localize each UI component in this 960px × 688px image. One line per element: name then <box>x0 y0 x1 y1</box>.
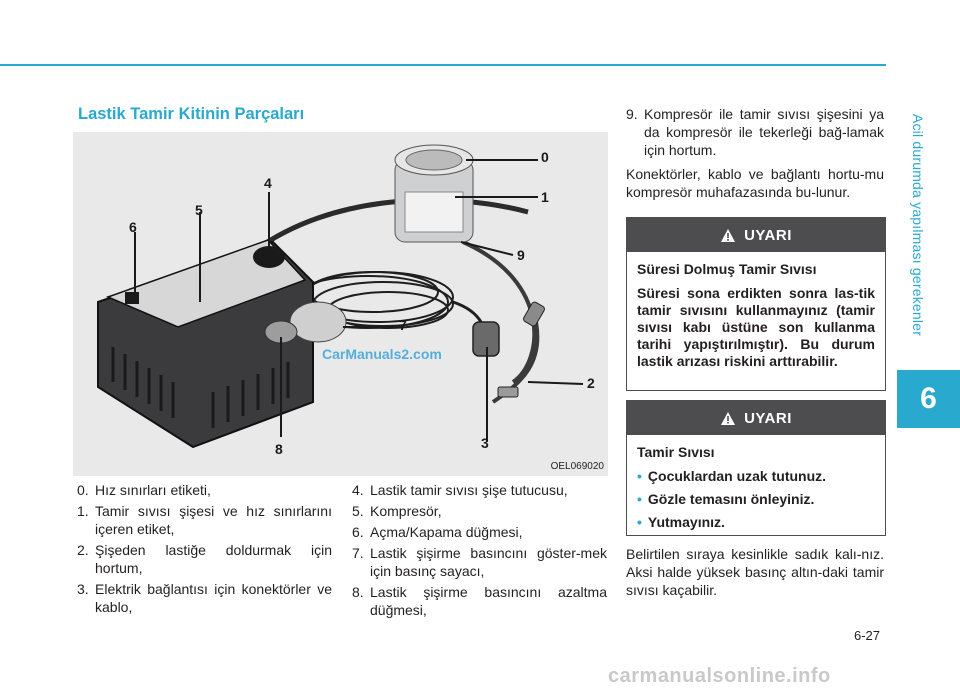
label-2: 2 <box>587 375 595 391</box>
warning-title: Tamir Sıvısı <box>637 444 715 460</box>
warning-header: UYARI <box>627 218 885 252</box>
label-1: 1 <box>541 189 549 205</box>
chapter-badge: 6 <box>897 370 960 428</box>
list-item: 4.Lastik tamir sıvısı şişe tutucusu, <box>352 482 568 498</box>
connectors-note: Konektörler, kablo ve bağlantı hortu-mu … <box>626 166 884 200</box>
list-item: 2.Şişeden lastiğe doldurmak için hortum, <box>77 542 332 576</box>
parts-list-left: 0.Hız sınırları etiketi, 1.Tamir sıvısı … <box>77 481 332 619</box>
list-item: •Yutmayınız. <box>637 514 725 530</box>
label-8: 8 <box>275 441 283 457</box>
figure-code: OEL069020 <box>550 461 604 472</box>
repair-kit-illustration: 0 1 2 3 4 5 6 7 8 9 <box>97 144 595 457</box>
warning-bullets: •Çocuklardan uzak tutunuz. •Gözle teması… <box>637 468 875 531</box>
warning-title: Süresi Dolmuş Tamir Sıvısı <box>637 261 817 277</box>
warning-text: Süresi sona erdikten sonra las-tik tamir… <box>637 285 875 369</box>
warning-label: UYARI <box>744 409 792 427</box>
sequence-note: Belirtilen sıraya kesinlikle sadık kalı-… <box>626 546 884 598</box>
warning-box-repair-fluid: UYARI Tamir Sıvısı •Çocuklardan uzak tut… <box>626 400 886 536</box>
warning-box-expired-fluid: UYARI Süresi Dolmuş Tamir Sıvısı Süresi … <box>626 217 886 391</box>
warning-triangle-icon <box>721 411 736 425</box>
watermark: CarManuals2.com <box>322 346 442 362</box>
section-heading: Lastik Tamir Kitinin Parçaları <box>78 105 305 123</box>
warning-triangle-icon <box>721 228 736 242</box>
bullet-icon: • <box>637 468 642 484</box>
label-3: 3 <box>481 435 489 451</box>
list-item: 9.Kompresör ile tamir sıvısı şişesini ya… <box>626 106 884 158</box>
list-item: •Gözle temasını önleyiniz. <box>637 491 815 507</box>
list-item: 0.Hız sınırları etiketi, <box>77 482 211 498</box>
footer-watermark: carmanualsonline.info <box>608 665 831 687</box>
list-item: 6.Açma/Kapama düğmesi, <box>352 524 523 540</box>
label-7: 7 <box>399 317 407 333</box>
parts-list-middle: 4.Lastik tamir sıvısı şişe tutucusu, 5.K… <box>352 481 607 622</box>
page-number: 6-27 <box>854 628 881 643</box>
label-9: 9 <box>517 247 525 263</box>
list-item: 5.Kompresör, <box>352 503 442 519</box>
list-item: 7.Lastik şişirme basıncını göster-mek iç… <box>352 545 607 579</box>
top-rule <box>0 64 886 66</box>
parts-list-right: 9.Kompresör ile tamir sıvısı şişesini ya… <box>626 105 884 201</box>
list-item: 3.Elektrik bağlantısı için konektörler v… <box>77 581 332 615</box>
list-item: •Çocuklardan uzak tutunuz. <box>637 468 827 484</box>
bullet-icon: • <box>637 514 642 530</box>
label-6: 6 <box>129 219 137 235</box>
warning-header: UYARI <box>627 401 885 435</box>
repair-kit-figure: 0 1 2 3 4 5 6 7 8 9 OEL069020 <box>73 132 608 476</box>
warning-label: UYARI <box>744 226 792 244</box>
label-0: 0 <box>541 149 549 165</box>
label-4: 4 <box>264 175 272 191</box>
list-item: 8.Lastik şişirme basıncını azaltma düğme… <box>352 584 607 618</box>
bullet-icon: • <box>637 491 642 507</box>
list-item: 1.Tamir sıvısı şişesi ve hız sınırlarını… <box>77 503 332 537</box>
section-tab: Acil durumda yapılması gerekenler <box>908 80 928 370</box>
section-title: Acil durumda yapılması gerekenler <box>910 113 926 337</box>
label-5: 5 <box>195 202 203 218</box>
